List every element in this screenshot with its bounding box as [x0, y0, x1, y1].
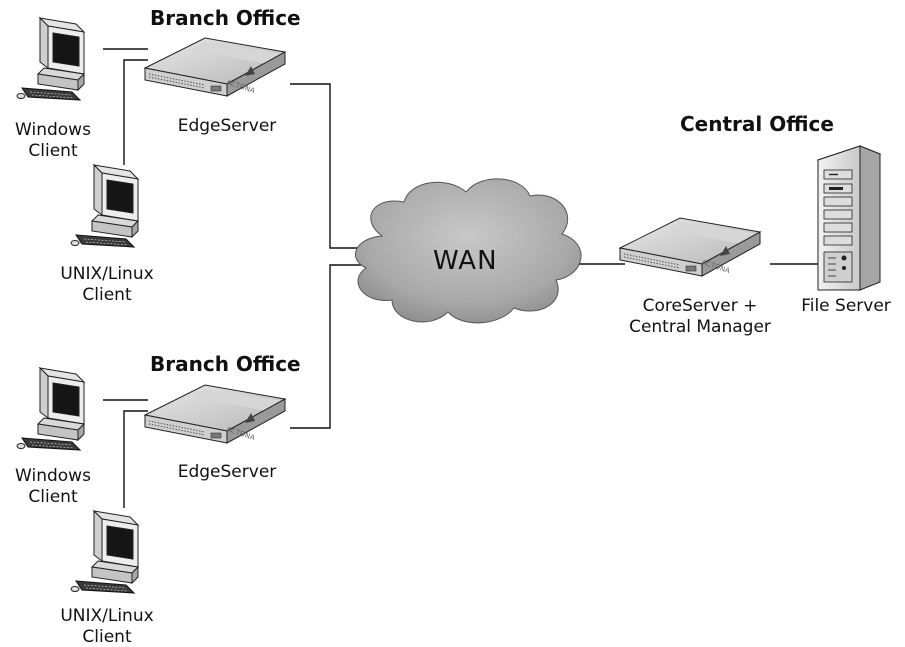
- label-line: UNIX/Linux: [60, 264, 154, 284]
- label-line: Client: [28, 487, 78, 507]
- branch2-windows-client-icon: [16, 367, 85, 451]
- branch2-title: Branch Office: [150, 352, 301, 376]
- label-line: Client: [82, 285, 132, 305]
- label-line: Client: [28, 141, 78, 161]
- label-line: Client: [82, 627, 132, 647]
- branch2-unix-client-icon: [70, 510, 139, 594]
- branch1-edgeserver-label: EdgeServer: [177, 116, 277, 136]
- branch1-windows-client-label: Windows Client: [8, 120, 98, 162]
- link-branch1-wan: [290, 83, 380, 249]
- file-server-icon: [816, 145, 882, 291]
- branch2-edgeserver-icon: [144, 384, 286, 444]
- branch2-edgeserver-label: EdgeServer: [177, 462, 277, 482]
- branch1-edgeserver-icon: [144, 37, 286, 97]
- label-line: Windows: [15, 466, 91, 486]
- wan-label: WAN: [433, 246, 498, 276]
- branch1-windows-client-icon: [16, 17, 85, 101]
- label-line: Central Manager: [629, 317, 771, 337]
- file-server-label: File Server: [801, 296, 891, 316]
- wan-cloud-shape: [354, 178, 582, 324]
- link-branch2-wan: [290, 264, 380, 429]
- central-office-title: Central Office: [680, 112, 834, 136]
- label-line: UNIX/Linux: [60, 606, 154, 626]
- branch1-unix-client-label: UNIX/Linux Client: [52, 264, 162, 306]
- branch2-windows-client-label: Windows Client: [8, 466, 98, 508]
- branch1-unix-client-icon: [70, 164, 139, 248]
- link-branch1-unix: [123, 59, 148, 165]
- branch1-title: Branch Office: [150, 6, 301, 30]
- branch2-unix-client-label: UNIX/Linux Client: [52, 606, 162, 647]
- coreserver-icon: [619, 217, 761, 277]
- label-line: CoreServer +: [642, 296, 758, 316]
- link-branch2-unix: [123, 410, 148, 508]
- label-line: Windows: [15, 120, 91, 140]
- coreserver-label: CoreServer + Central Manager: [610, 296, 790, 338]
